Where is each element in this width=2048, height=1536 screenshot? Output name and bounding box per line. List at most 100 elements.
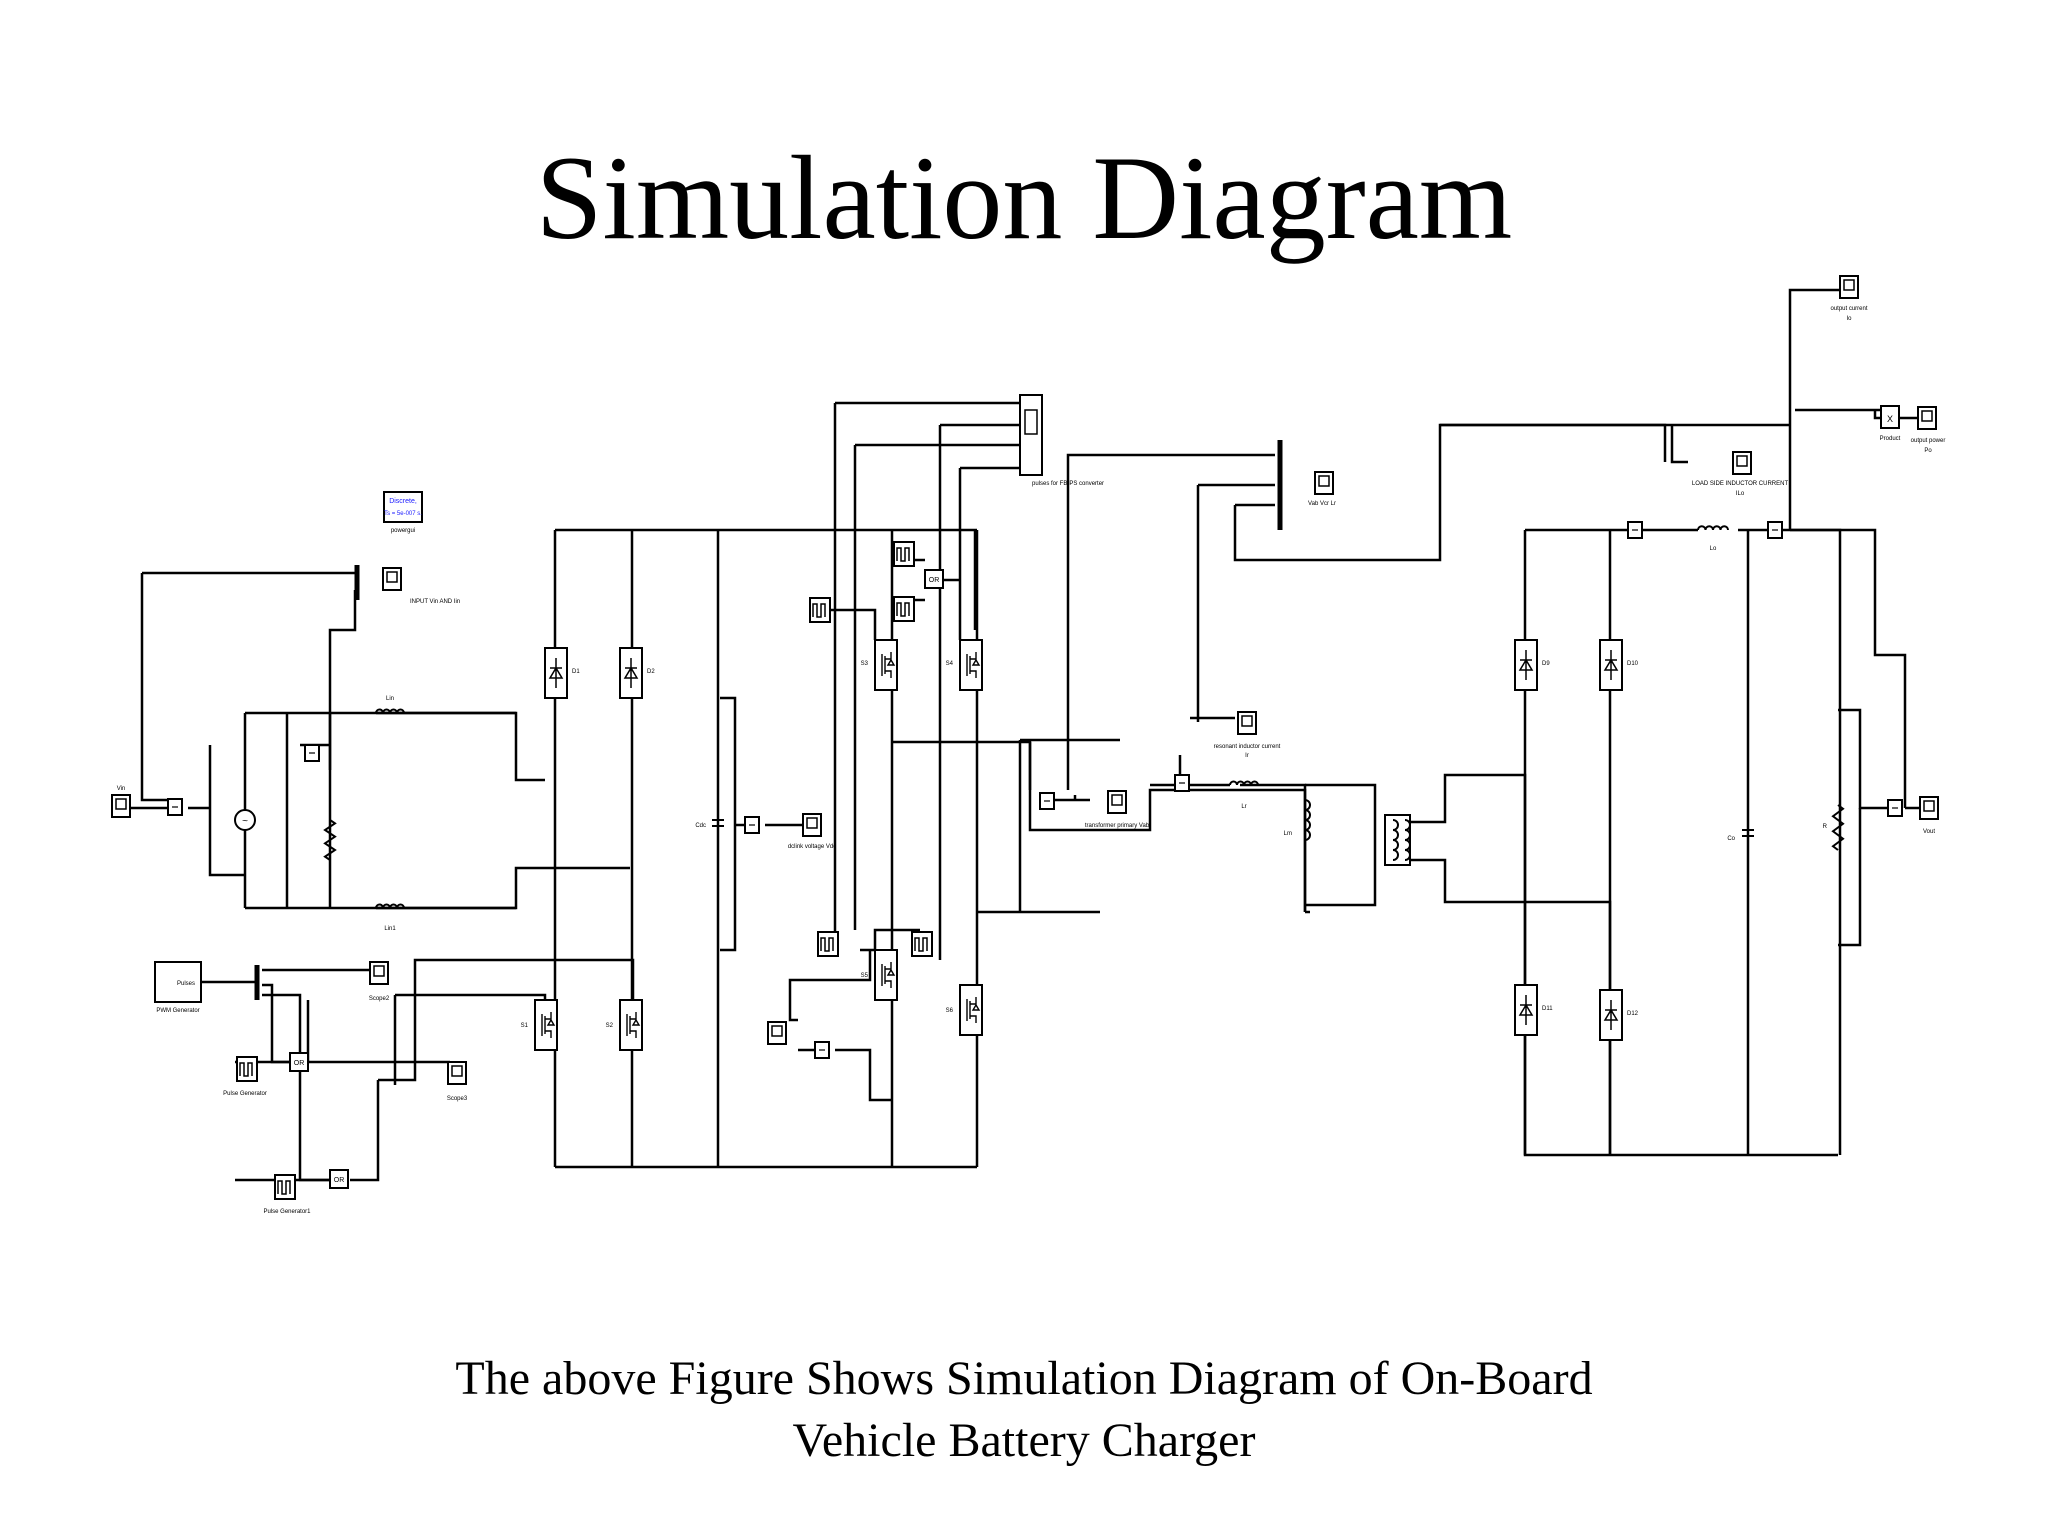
switch-s3	[874, 639, 898, 691]
capacitor-co	[1742, 829, 1754, 837]
transformer-secondary	[1404, 819, 1411, 861]
d10-label: D10	[1627, 661, 1639, 667]
or-label: OR	[294, 1060, 305, 1067]
slide-caption: The above Figure Shows Simulation Diagra…	[0, 1348, 2048, 1472]
powergui-caption: powergui	[391, 528, 415, 534]
wire	[1838, 808, 1862, 947]
pwm-generator-block	[154, 961, 202, 1003]
wire	[860, 928, 920, 952]
vdc-scope	[802, 813, 822, 837]
or-gate-1: OR	[289, 1052, 309, 1072]
wire	[395, 993, 547, 1010]
ir-measurement	[1174, 774, 1190, 792]
pulse-gen1-label: Pulse Generator1	[263, 1209, 311, 1215]
s3-label: S3	[861, 661, 869, 667]
input-resistor	[323, 819, 337, 861]
wire	[1782, 528, 1842, 1155]
diode-d10	[1599, 639, 1623, 691]
ilo-scope	[1732, 451, 1752, 475]
ilo-measurement	[1627, 521, 1643, 539]
wire	[1670, 425, 1688, 464]
pwm-caption: PWM Generator	[156, 1008, 199, 1014]
pulse-gen-b	[893, 596, 915, 622]
s4-label: S4	[946, 661, 954, 667]
vout-label: Vout	[1923, 829, 1935, 835]
product-label: Product	[1880, 436, 1901, 442]
switch-s6	[959, 984, 983, 1036]
wire	[328, 590, 357, 770]
ir-label: Ir	[1245, 753, 1249, 759]
wire	[1240, 783, 1307, 912]
ilo-label: ILo	[1736, 491, 1745, 497]
pulse-generator-2	[274, 1174, 296, 1200]
wire	[1838, 708, 1888, 810]
pulses-scope-label: pulses for FB-PS converter	[1032, 481, 1104, 487]
caption-line-1: The above Figure Shows Simulation Diagra…	[455, 1352, 1593, 1405]
cdc-label: Cdc	[695, 823, 706, 829]
d9-label: D9	[1542, 661, 1550, 667]
pulse-gen-e	[911, 931, 933, 957]
input-scope-label: INPUT Vin AND Iin	[410, 599, 460, 605]
scope3-label: Scope3	[447, 1096, 468, 1102]
wire	[1305, 783, 1377, 907]
dc-scope	[767, 1021, 787, 1045]
vin-measurement	[167, 798, 183, 816]
vdc-label: dclink voltage Vdc	[788, 844, 836, 850]
inductor-lo	[1697, 525, 1729, 531]
io-measurement	[1767, 521, 1783, 539]
pulse-generator-1	[236, 1056, 258, 1082]
s1-label: S1	[521, 1023, 529, 1029]
wire	[262, 983, 290, 1064]
or-label: OR	[929, 577, 940, 584]
io-scope	[1839, 275, 1859, 299]
diode-d12	[1599, 989, 1623, 1041]
vab-scope-label: Vab Vcr Lr	[1308, 501, 1336, 507]
switch-s2	[619, 999, 643, 1051]
po-scope-label: output power	[1911, 438, 1946, 444]
or-gate-top: OR	[924, 569, 944, 589]
wire	[376, 866, 630, 910]
or-gate-2: OR	[329, 1169, 349, 1189]
io-scope-label: output current	[1830, 306, 1867, 312]
lin1-label: Lin1	[384, 926, 396, 932]
slide-title: Simulation Diagram	[535, 131, 1513, 264]
pulse-gen-c	[809, 597, 831, 623]
d2-label: D2	[647, 669, 655, 675]
r-label: R	[1823, 824, 1828, 830]
wire	[1066, 453, 1275, 790]
wire	[378, 958, 635, 1082]
vin-scope	[111, 794, 131, 818]
vout-measurement	[1887, 799, 1903, 817]
inductor-lr	[1229, 780, 1259, 786]
diode-d2	[619, 647, 643, 699]
wire	[140, 573, 170, 802]
vin-label: Vin	[117, 786, 126, 792]
vout-scope	[1919, 796, 1939, 820]
scope2-block	[369, 961, 389, 985]
switch-s4	[959, 639, 983, 691]
iin-measurement	[304, 744, 320, 762]
ir-scope	[1237, 711, 1257, 735]
ilo-scope-label: LOAD SIDE INDUCTOR CURRENT	[1692, 481, 1789, 487]
wire	[788, 950, 872, 1022]
lm-label: Lm	[1284, 831, 1292, 837]
transformer-primary	[1392, 819, 1399, 861]
lin-label: Lin	[386, 696, 394, 702]
pulse-gen-d	[817, 931, 839, 957]
s6-label: S6	[946, 1008, 954, 1014]
po-label: Po	[1924, 448, 1932, 454]
scope3-block	[447, 1061, 467, 1085]
product-block	[1880, 405, 1900, 429]
powergui-block	[383, 491, 423, 523]
wire	[350, 1080, 380, 1182]
pwm-out-label: Pulses	[177, 981, 195, 987]
wire	[1233, 423, 1667, 562]
trans-vab-label: transformer primary Vab	[1085, 823, 1150, 829]
lo-label: Lo	[1710, 546, 1717, 552]
wire	[1410, 858, 1612, 1155]
vab-measurement	[1039, 792, 1055, 810]
resistor-r	[1831, 804, 1845, 851]
